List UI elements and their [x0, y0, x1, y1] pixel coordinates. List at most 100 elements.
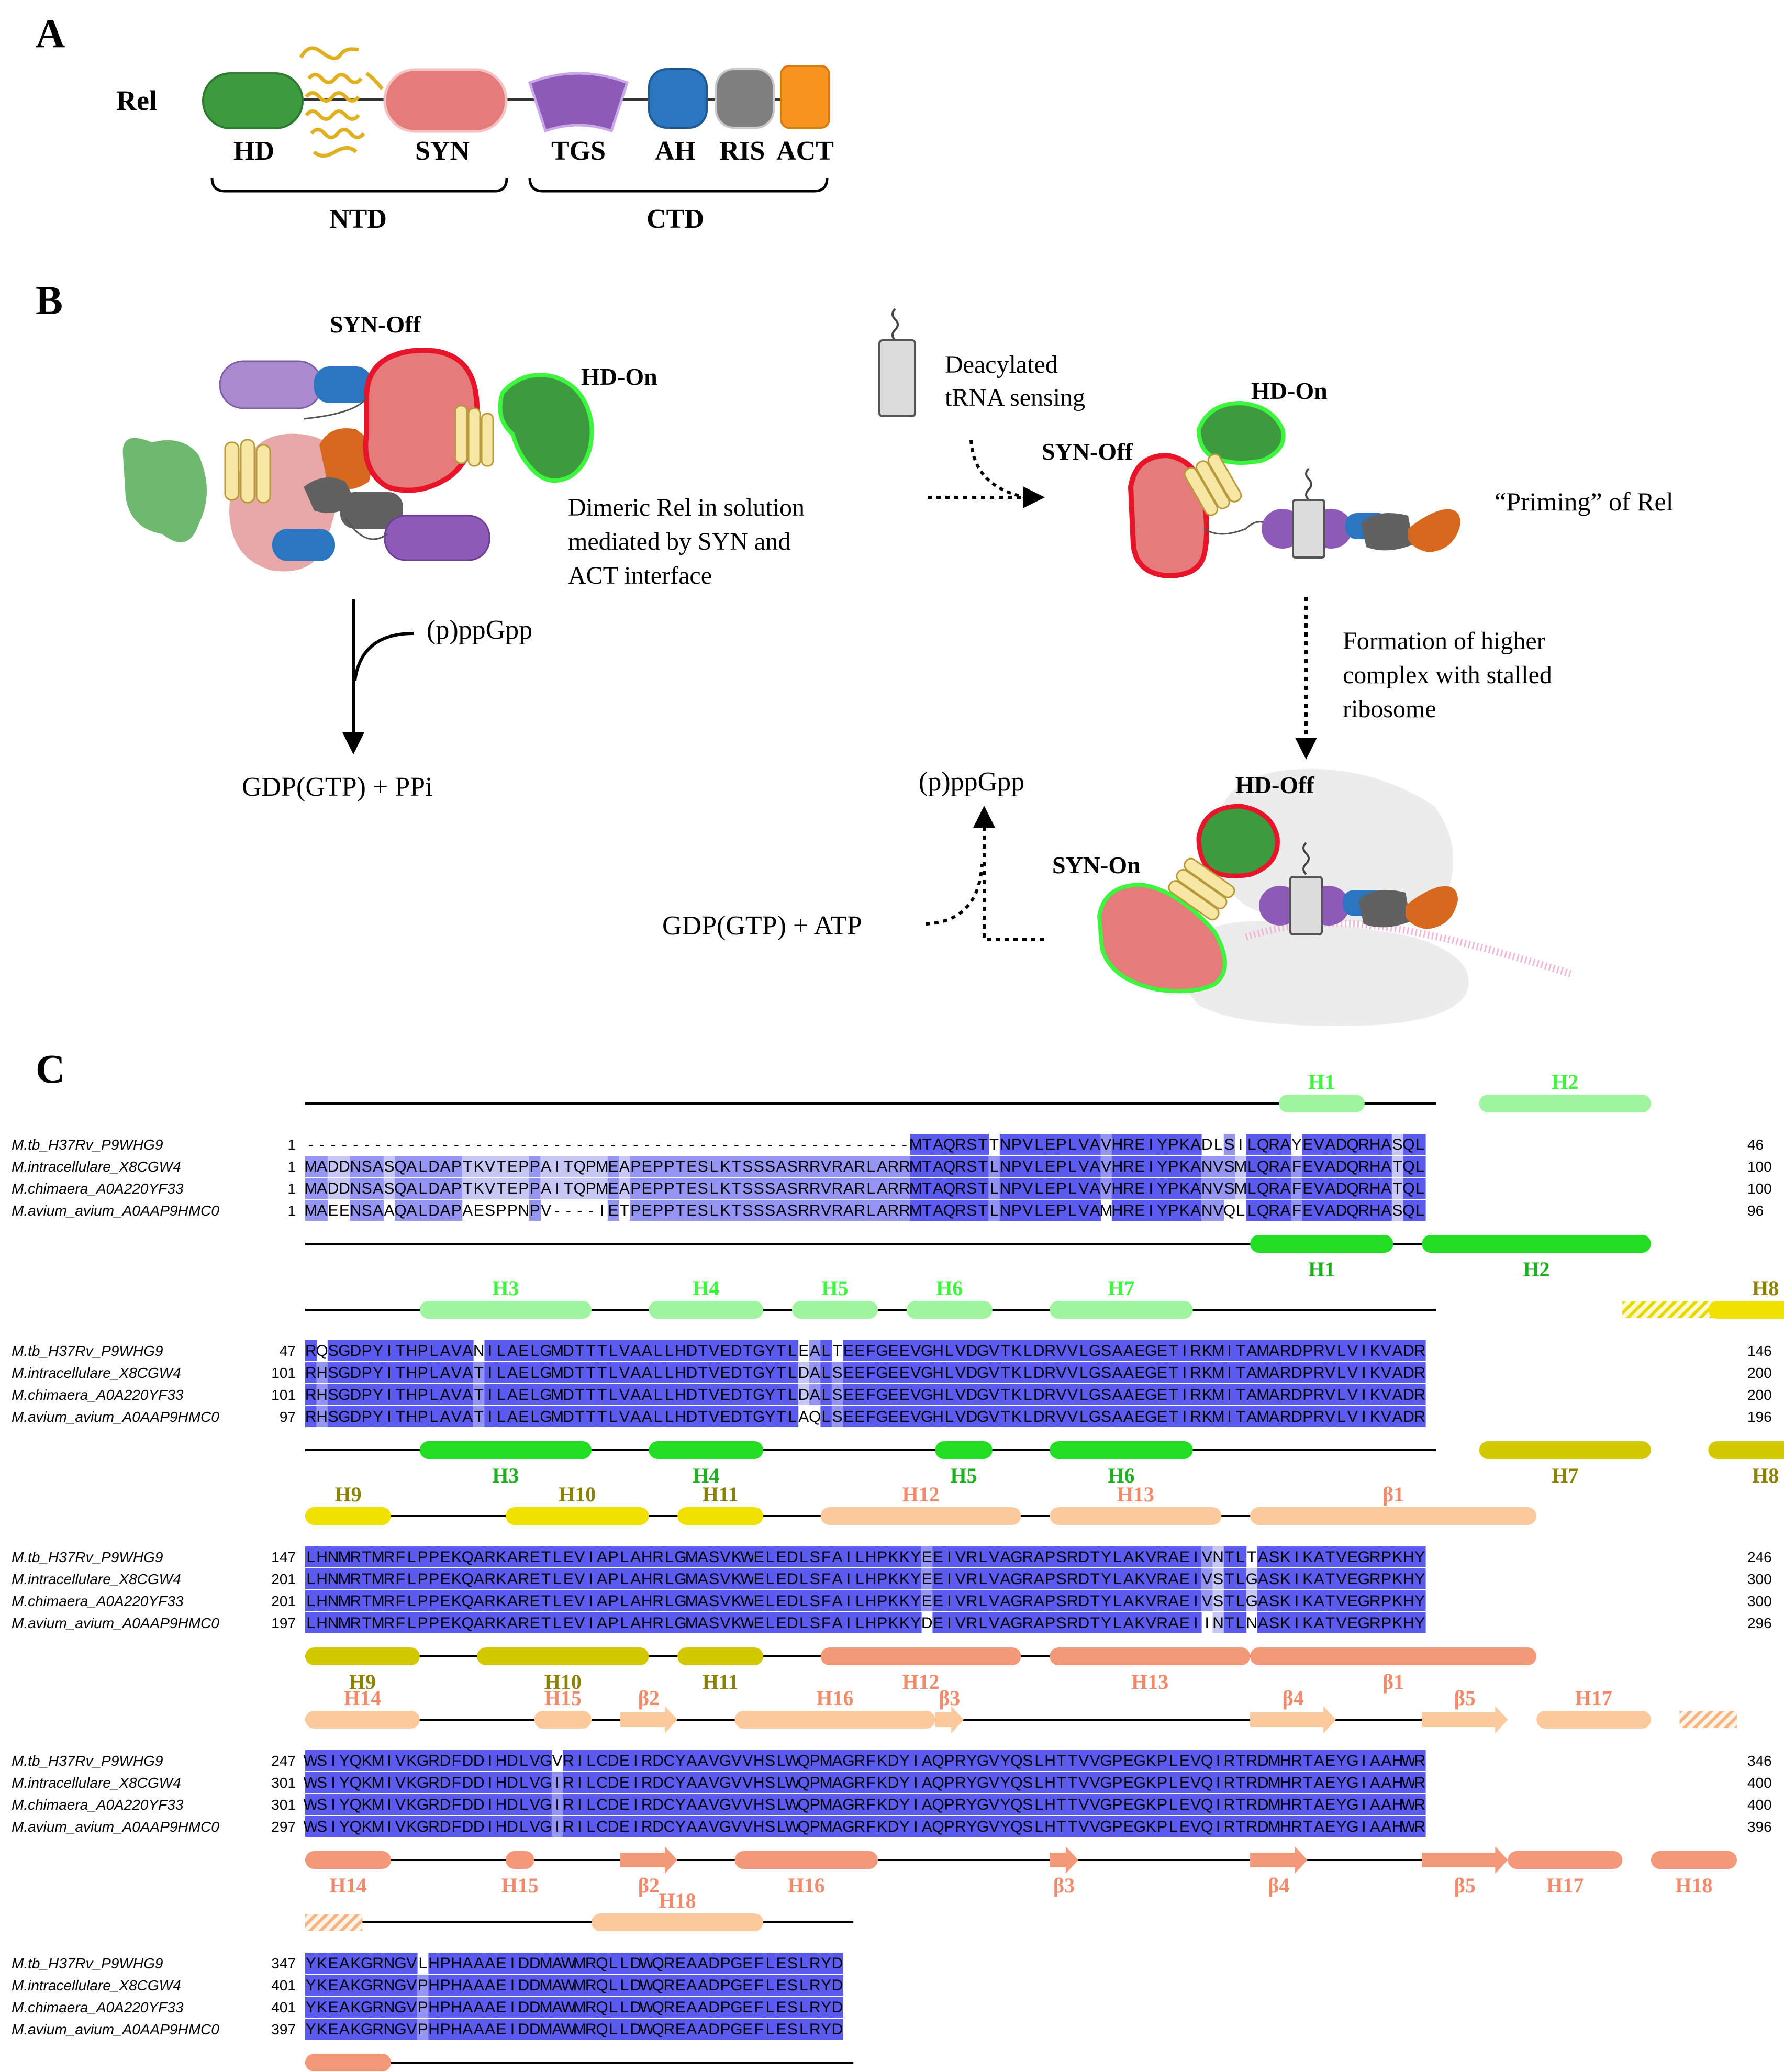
residue: H — [1112, 1180, 1123, 1197]
residue: A — [1034, 1549, 1044, 1566]
residue: T — [698, 1342, 708, 1360]
residue: A — [698, 1614, 708, 1632]
residue: L — [777, 1752, 786, 1769]
residue-cell — [1257, 1384, 1269, 1405]
species-name: M.avium_avium_A0AAP9HMC0 — [12, 1202, 219, 1219]
residue-cell — [484, 1362, 496, 1383]
residue: T — [362, 1614, 372, 1632]
residue: R — [1313, 1364, 1325, 1382]
residue: N — [384, 1955, 395, 1972]
label-hd-off: HD-Off — [1235, 772, 1314, 798]
residue: A — [843, 1180, 854, 1197]
residue: Y — [1000, 1796, 1010, 1813]
residue-cell — [383, 1362, 395, 1383]
residue-cell — [1167, 1384, 1179, 1405]
residue-cell — [395, 1590, 407, 1611]
helix — [677, 1507, 764, 1525]
residue: R — [1414, 1818, 1425, 1835]
residue: A — [877, 1158, 887, 1175]
residue-cell — [495, 1178, 507, 1199]
residue: L — [799, 2021, 808, 2038]
residue: Q — [932, 1796, 944, 1813]
residue: P — [507, 1202, 518, 1219]
residue: A — [832, 1774, 842, 1791]
residue: P — [429, 1592, 439, 1610]
residue-cell — [932, 1156, 944, 1177]
residue-cell — [887, 1384, 899, 1405]
residue-cell — [361, 1612, 373, 1633]
residue-cell — [607, 1406, 619, 1427]
residue-cell — [1100, 1384, 1112, 1405]
residue: P — [1381, 1592, 1391, 1610]
residue: E — [339, 1202, 350, 1219]
residue: R — [641, 1752, 653, 1769]
residue-cell — [585, 1406, 597, 1427]
residue: E — [776, 1570, 786, 1588]
residue-cell — [350, 1340, 362, 1361]
residue-cell — [1123, 1340, 1135, 1361]
residue: A — [843, 1158, 854, 1175]
residue: G — [719, 1818, 731, 1835]
residue-cell — [305, 1384, 317, 1405]
residue-cell — [585, 1340, 597, 1361]
residue-cell — [1347, 1156, 1359, 1177]
residue: D — [652, 1752, 664, 1769]
residue: R — [1246, 1752, 1257, 1769]
residue: L — [777, 1818, 786, 1835]
helix — [305, 1647, 420, 1665]
residue-cell — [1055, 1134, 1067, 1155]
residue-cell — [775, 1362, 787, 1383]
residue: R — [1268, 1202, 1280, 1219]
residue: P — [810, 1752, 820, 1769]
helix — [1050, 1301, 1193, 1319]
residue: A — [1325, 1158, 1335, 1175]
residue: K — [474, 1158, 484, 1175]
panel-letter-c: C — [36, 1046, 65, 1091]
residue-cell — [1313, 1362, 1325, 1383]
residue: V — [1336, 1592, 1346, 1610]
residue-cell — [663, 1406, 675, 1427]
residue: I — [387, 1818, 391, 1835]
residue: M — [573, 2021, 586, 2038]
residue: T — [396, 1342, 405, 1360]
syn-on-shape — [1097, 882, 1227, 994]
residue-cell — [775, 1406, 787, 1427]
residue: A — [776, 1202, 786, 1219]
residue-cell — [876, 1340, 888, 1361]
residue: L — [654, 1342, 663, 1360]
residue: G — [540, 1796, 552, 1813]
residue: M — [338, 1549, 351, 1566]
residue: L — [866, 1202, 875, 1219]
domain-label: RIS — [720, 136, 765, 166]
residue: L — [497, 1342, 506, 1360]
residue-cell — [1403, 1200, 1415, 1221]
residue: P — [1302, 1386, 1313, 1403]
helix — [477, 1647, 649, 1665]
residue-cell — [1022, 1362, 1034, 1383]
residue: S — [1269, 1570, 1279, 1588]
residue: M — [596, 1158, 609, 1175]
residue-cell — [652, 1340, 664, 1361]
end-position: 400 — [1747, 1775, 1772, 1791]
residue-cell — [731, 1362, 743, 1383]
residue: R — [854, 1158, 865, 1175]
residue: - — [756, 1136, 762, 1153]
residue: D — [608, 1796, 619, 1813]
residue: I — [1295, 1570, 1299, 1588]
residue: A — [698, 2021, 708, 2038]
residue: E — [854, 1364, 865, 1382]
residue: V — [731, 1774, 742, 1791]
residue: G — [1089, 1342, 1101, 1360]
residue: T — [597, 1342, 607, 1360]
residue: A — [1269, 1386, 1279, 1403]
residue: - — [857, 1136, 862, 1153]
residue-cell — [809, 1340, 821, 1361]
residue: Q — [1257, 1202, 1269, 1219]
label-gdp-ppi: GDP(GTP) + PPi — [242, 772, 433, 802]
residue: L — [945, 1364, 954, 1382]
residue-cell — [1179, 1200, 1191, 1221]
residue: G — [417, 1796, 429, 1813]
residue: D — [1403, 1408, 1414, 1425]
residue-cell — [1134, 1178, 1146, 1199]
residue: I — [633, 1796, 638, 1813]
